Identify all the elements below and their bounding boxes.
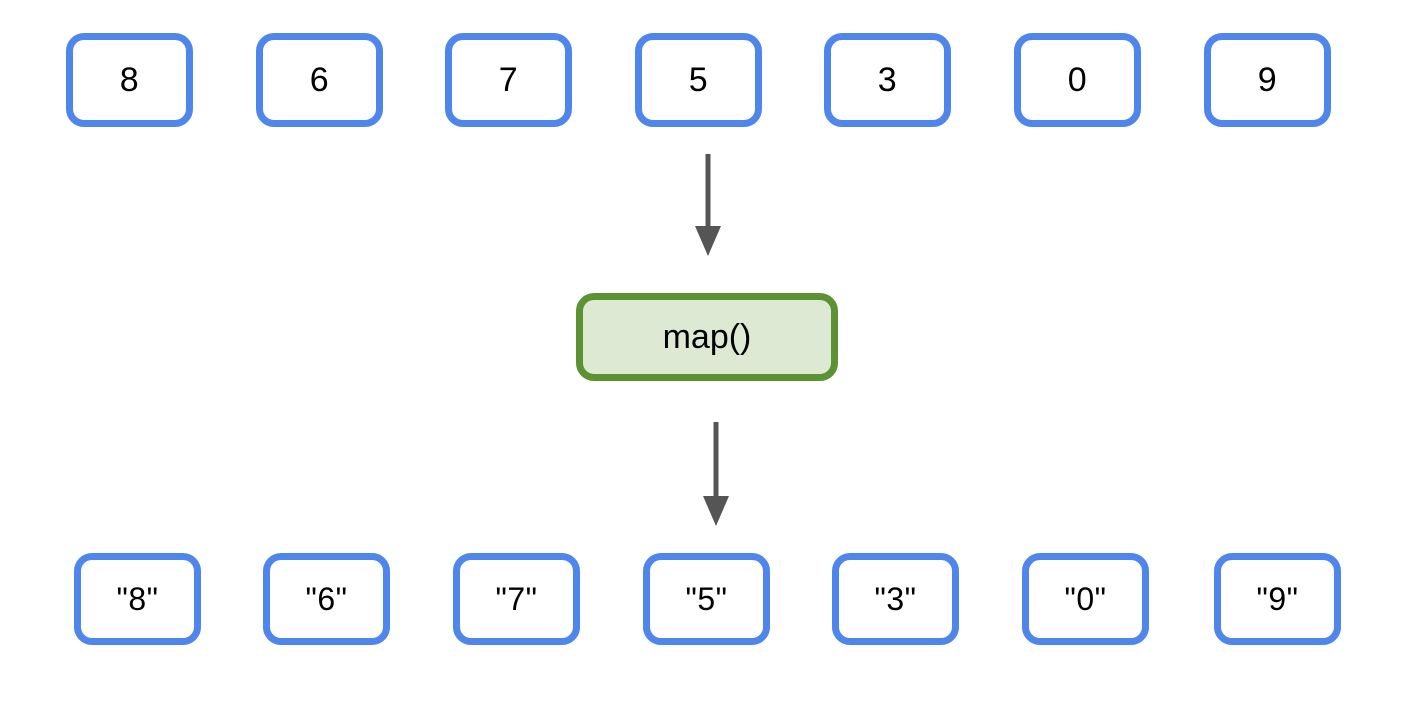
output-node-6[interactable]: "9"	[1214, 553, 1341, 645]
output-node-2[interactable]: "7"	[453, 553, 580, 645]
output-node-label: "9"	[1256, 580, 1299, 617]
input-node-4[interactable]: 3	[824, 33, 951, 127]
input-node-label: 5	[688, 60, 709, 99]
output-node-label: "3"	[874, 580, 917, 617]
arrow-input-to-map	[695, 154, 721, 256]
input-node-6[interactable]: 9	[1204, 33, 1331, 127]
output-node-label: "5"	[685, 580, 728, 617]
output-node-label: "7"	[495, 580, 538, 617]
output-node-label: "6"	[305, 580, 348, 617]
input-node-label: 7	[498, 60, 519, 99]
arrow-map-to-output	[703, 422, 729, 526]
input-node-label: 6	[309, 60, 330, 99]
output-node-1[interactable]: "6"	[263, 553, 390, 645]
output-node-3[interactable]: "5"	[643, 553, 770, 645]
map-operation-label: map()	[662, 317, 752, 356]
output-node-0[interactable]: "8"	[74, 553, 201, 645]
input-node-label: 0	[1067, 60, 1088, 99]
output-node-5[interactable]: "0"	[1022, 553, 1149, 645]
input-node-label: 9	[1257, 60, 1278, 99]
output-node-label: "0"	[1064, 580, 1107, 617]
output-node-label: "8"	[116, 580, 159, 617]
input-node-label: 8	[119, 60, 140, 99]
input-node-0[interactable]: 8	[66, 33, 193, 127]
output-node-4[interactable]: "3"	[832, 553, 959, 645]
input-node-label: 3	[877, 60, 898, 99]
input-node-5[interactable]: 0	[1014, 33, 1141, 127]
map-operation-node[interactable]: map()	[576, 293, 838, 381]
input-node-2[interactable]: 7	[445, 33, 572, 127]
input-node-3[interactable]: 5	[635, 33, 762, 127]
input-node-1[interactable]: 6	[256, 33, 383, 127]
